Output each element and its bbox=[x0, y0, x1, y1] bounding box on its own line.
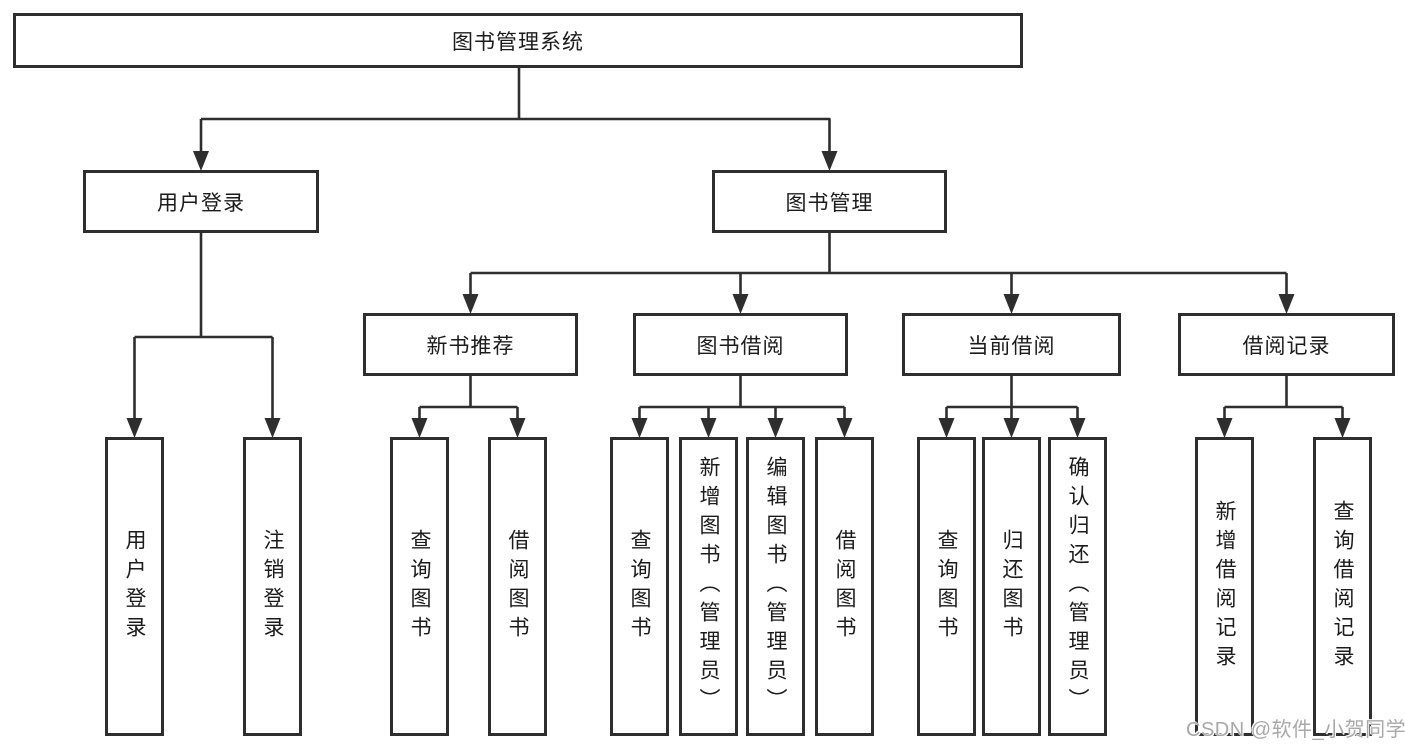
leaf-borrow-book: 借阅图书 bbox=[815, 437, 874, 736]
leaf-query-borrow-record-label: 查询借阅记录 bbox=[1331, 499, 1354, 674]
node-current-borrow: 当前借阅 bbox=[902, 313, 1121, 376]
node-new-book-recommend: 新书推荐 bbox=[363, 313, 578, 376]
leaf-borrow-book-recommend-label: 借阅图书 bbox=[506, 528, 529, 645]
edges-bookmgmt-to-level3 bbox=[462, 233, 1295, 314]
leaf-edit-book-admin-label: 编辑图书（管理员） bbox=[764, 456, 787, 717]
leaf-query-book-recommend: 查询图书 bbox=[390, 437, 449, 736]
leaf-query-book-current: 查询图书 bbox=[917, 437, 976, 736]
edges-userlogin-to-leaves bbox=[126, 233, 281, 438]
leaf-return-book-label: 归还图书 bbox=[1000, 528, 1023, 645]
leaf-logout: 注销登录 bbox=[243, 437, 302, 736]
leaf-confirm-return-admin-label: 确认归还（管理员） bbox=[1066, 456, 1089, 717]
node-root-label: 图书管理系统 bbox=[452, 30, 584, 54]
node-book-borrow-label: 图书借阅 bbox=[696, 334, 785, 358]
leaf-logout-label: 注销登录 bbox=[261, 528, 284, 645]
leaf-return-book: 归还图书 bbox=[982, 437, 1041, 736]
node-borrow-record-label: 借阅记录 bbox=[1242, 334, 1331, 358]
node-root: 图书管理系统 bbox=[13, 13, 1023, 68]
leaf-query-book-borrow: 查询图书 bbox=[610, 437, 669, 736]
node-book-management: 图书管理 bbox=[712, 170, 947, 233]
leaf-query-borrow-record: 查询借阅记录 bbox=[1313, 437, 1372, 736]
csdn-watermark: CSDN @软件_小贺同学 bbox=[1186, 719, 1405, 741]
node-user-login-label: 用户登录 bbox=[157, 191, 245, 215]
leaf-add-borrow-record: 新增借阅记录 bbox=[1195, 437, 1254, 736]
node-borrow-record: 借阅记录 bbox=[1178, 313, 1395, 376]
edges-level3-to-leaves bbox=[411, 375, 1351, 438]
leaf-confirm-return-admin: 确认归还（管理员） bbox=[1048, 437, 1107, 736]
leaf-query-book-borrow-label: 查询图书 bbox=[628, 528, 651, 645]
leaf-query-book-current-label: 查询图书 bbox=[935, 528, 958, 645]
leaf-add-book-admin: 新增图书（管理员） bbox=[679, 437, 738, 736]
leaf-query-book-recommend-label: 查询图书 bbox=[408, 528, 431, 645]
leaf-add-borrow-record-label: 新增借阅记录 bbox=[1213, 499, 1236, 674]
leaf-user-login: 用户登录 bbox=[105, 437, 164, 736]
node-book-borrow: 图书借阅 bbox=[633, 313, 848, 376]
node-new-book-recommend-label: 新书推荐 bbox=[426, 334, 515, 358]
leaf-user-login-label: 用户登录 bbox=[123, 528, 146, 645]
leaf-edit-book-admin: 编辑图书（管理员） bbox=[746, 437, 805, 736]
leaf-borrow-book-label: 借阅图书 bbox=[833, 528, 856, 645]
node-book-management-label: 图书管理 bbox=[785, 191, 874, 215]
leaf-add-book-admin-label: 新增图书（管理员） bbox=[697, 456, 720, 717]
leaf-borrow-book-recommend: 借阅图书 bbox=[488, 437, 547, 736]
edges-root-to-level2 bbox=[193, 67, 838, 171]
node-user-login: 用户登录 bbox=[83, 170, 319, 233]
node-current-borrow-label: 当前借阅 bbox=[967, 334, 1056, 358]
